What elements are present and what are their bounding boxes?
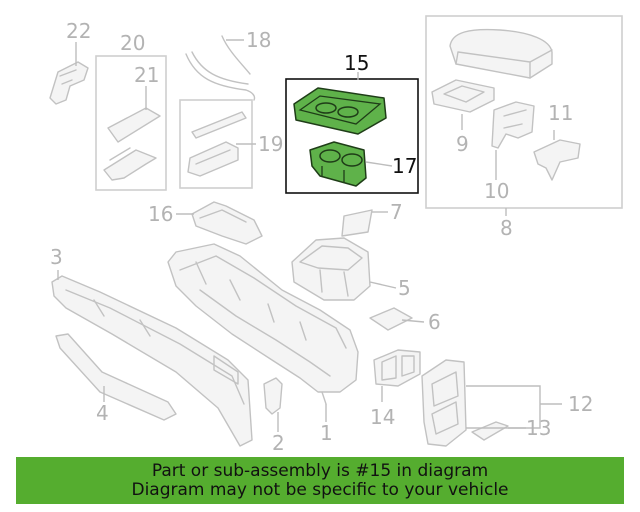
callout-11: 11 (548, 101, 573, 125)
part-12 (421, 359, 467, 447)
callout-20: 20 (120, 31, 145, 55)
group-box-15 (285, 78, 419, 194)
part-9 (431, 79, 495, 113)
part-19 (187, 111, 247, 177)
part-3 (51, 275, 253, 447)
part-5 (291, 237, 371, 301)
part-20 (103, 147, 157, 181)
part-7 (341, 209, 373, 237)
part-22 (49, 61, 89, 105)
callout-21: 21 (134, 63, 159, 87)
callout-16: 16 (148, 202, 173, 226)
callout-13: 13 (526, 416, 551, 440)
banner-line-2: Diagram may not be specific to your vehi… (131, 479, 509, 500)
part-13 (471, 421, 509, 441)
part-18 (185, 35, 256, 101)
callout-19: 19 (258, 132, 283, 156)
group-box-20 (95, 55, 167, 191)
callout-18: 18 (246, 28, 271, 52)
part-11 (533, 139, 581, 181)
part-17-cupholder (309, 141, 367, 187)
part-6 (369, 307, 413, 331)
callout-14: 14 (370, 405, 395, 429)
leader-lines (57, 39, 562, 432)
callout-8: 8 (500, 216, 513, 240)
callout-3: 3 (50, 245, 63, 269)
callout-1: 1 (320, 421, 333, 445)
part-2 (263, 377, 283, 415)
callout-4: 4 (96, 401, 109, 425)
part-14 (373, 349, 421, 387)
callout-9: 9 (456, 132, 469, 156)
part-10 (491, 101, 535, 149)
group-box-8 (425, 15, 623, 209)
part-21 (107, 107, 161, 143)
callout-7: 7 (390, 200, 403, 224)
parts-diagram: 22 20 21 18 19 15 17 11 9 10 8 16 7 3 5 … (49, 15, 623, 455)
callout-10: 10 (484, 179, 509, 203)
part-armrest (449, 28, 553, 79)
part-16 (191, 201, 263, 245)
callout-15: 15 (344, 51, 369, 75)
callout-22: 22 (66, 19, 91, 43)
part-4 (55, 333, 177, 421)
part-15-tray (293, 87, 387, 135)
callout-17: 17 (392, 154, 417, 178)
info-banner: Part or sub-assembly is #15 in diagram D… (16, 457, 624, 504)
callout-5: 5 (398, 276, 411, 300)
banner-line-1: Part or sub-assembly is #15 in diagram (151, 460, 489, 481)
callout-6: 6 (428, 310, 441, 334)
callout-2: 2 (272, 431, 285, 455)
part-1 (167, 243, 359, 405)
callout-12: 12 (568, 392, 593, 416)
